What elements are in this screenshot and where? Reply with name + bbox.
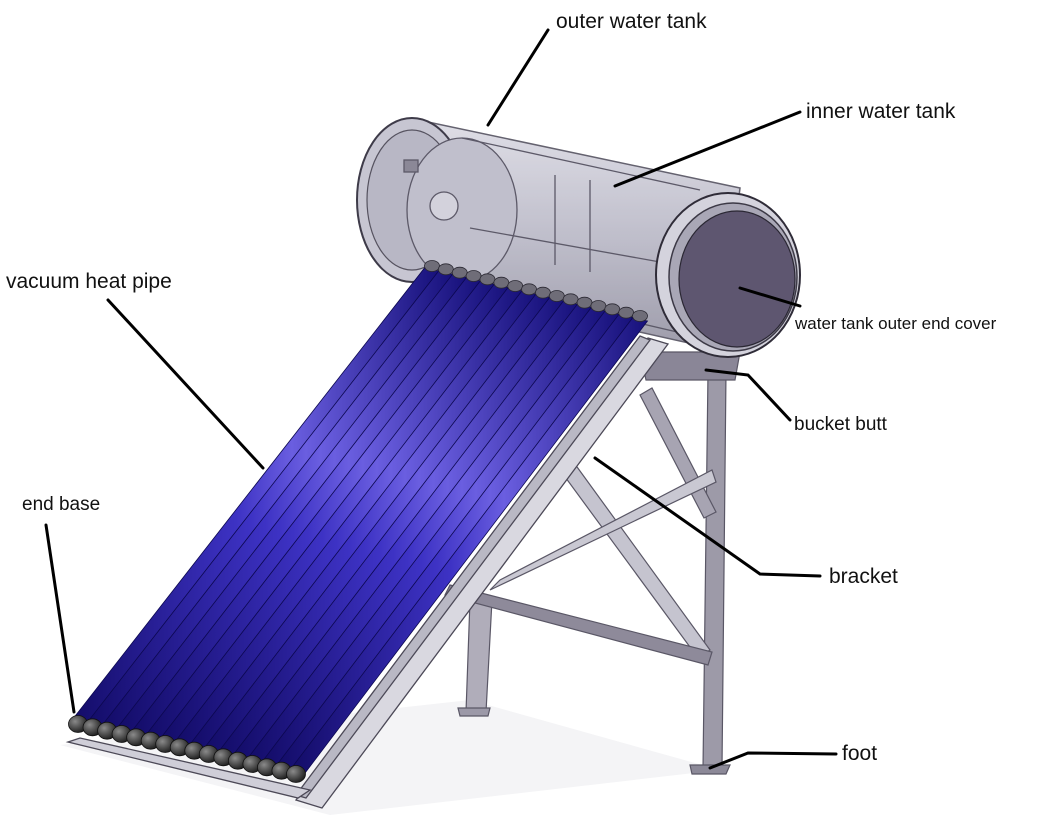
support-frame [444, 351, 741, 775]
tube-seal [507, 280, 524, 292]
rear-leg-right [702, 371, 727, 769]
water-tank-outer-end-cover [655, 192, 801, 358]
tube-seal [521, 283, 537, 296]
tube-seal [590, 300, 607, 312]
leader-vacuum-heat-pipe [106, 298, 265, 470]
side-rail-inner [294, 335, 652, 799]
tube-seal [451, 266, 468, 279]
tube-seal [548, 290, 565, 302]
label-end-base: end base [22, 494, 101, 515]
end-base-cap [286, 765, 306, 783]
label-outer-water-tank: outer water tank [556, 10, 707, 33]
horizontal-brace [444, 584, 713, 666]
leader-lines [44, 28, 838, 770]
collector-frame [65, 335, 670, 809]
inner-water-tank [403, 137, 701, 336]
tube-seal [493, 276, 510, 289]
cross-brace-3 [489, 469, 717, 591]
rear-leg-left [465, 599, 493, 713]
label-bucket-butt: bucket butt [794, 414, 887, 435]
tube-seal [562, 293, 579, 306]
bottom-rail [65, 737, 312, 799]
leader-foot [708, 751, 838, 770]
leader-end-cover [738, 286, 802, 308]
label-foot: foot [842, 742, 878, 765]
tube-seal [479, 273, 496, 286]
tube-seal [604, 303, 621, 316]
leader-inner-water-tank [613, 110, 802, 188]
label-vacuum-heat-pipe: vacuum heat pipe [6, 270, 172, 293]
leader-outer-water-tank [486, 28, 550, 127]
tube-seal [535, 286, 551, 299]
label-water-tank-outer-end-cover: water tank outer end cover [795, 314, 997, 333]
tube-seal [632, 310, 648, 322]
tube-seal [437, 263, 454, 276]
tube-seal [465, 270, 482, 282]
leader-bucket-butt [704, 368, 792, 422]
tube-seal [424, 260, 440, 272]
foot-left [457, 707, 491, 717]
leader-bracket [593, 456, 822, 578]
label-bracket: bracket [829, 565, 898, 588]
label-inner-water-tank: inner water tank [806, 100, 956, 123]
vacuum-heat-pipes [68, 260, 649, 783]
tube-seal [618, 306, 635, 319]
leader-end-base [44, 523, 76, 714]
tube-seal [576, 296, 593, 309]
